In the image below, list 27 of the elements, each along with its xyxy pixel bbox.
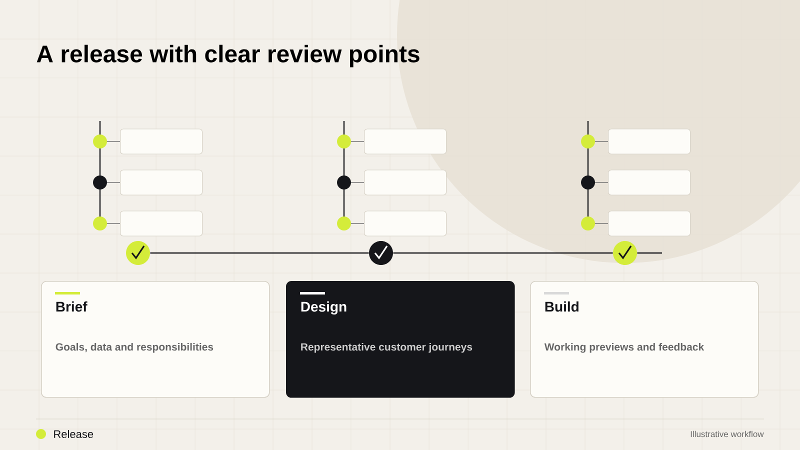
card-description: Representative customer journeys <box>301 342 472 353</box>
empty-box <box>364 170 447 196</box>
card-heading: Brief <box>56 301 88 312</box>
card-description: Working previews and feedback <box>544 342 704 353</box>
card-heading: Build <box>545 301 578 312</box>
check-circle <box>126 241 150 265</box>
footer-note: Illustrative workflow <box>690 430 764 438</box>
empty-box <box>608 128 691 154</box>
check-circle <box>369 241 393 265</box>
stage-card <box>286 281 515 398</box>
empty-box <box>364 210 447 236</box>
empty-box <box>120 170 203 196</box>
empty-box <box>120 210 203 236</box>
stage-card <box>530 281 759 398</box>
stage-card <box>41 281 270 398</box>
legend-label: Release <box>54 430 94 438</box>
card-heading: Design <box>301 301 346 314</box>
timeline-line <box>393 252 613 254</box>
timeline-line <box>637 252 662 254</box>
empty-box <box>120 128 203 154</box>
title: A release with clear review points <box>36 44 420 68</box>
check-circle <box>613 241 637 265</box>
card-description: Goals, data and responsibilities <box>56 342 214 353</box>
empty-box <box>608 170 691 196</box>
timeline-line <box>150 252 369 254</box>
empty-box <box>364 128 447 154</box>
empty-box <box>608 210 691 236</box>
